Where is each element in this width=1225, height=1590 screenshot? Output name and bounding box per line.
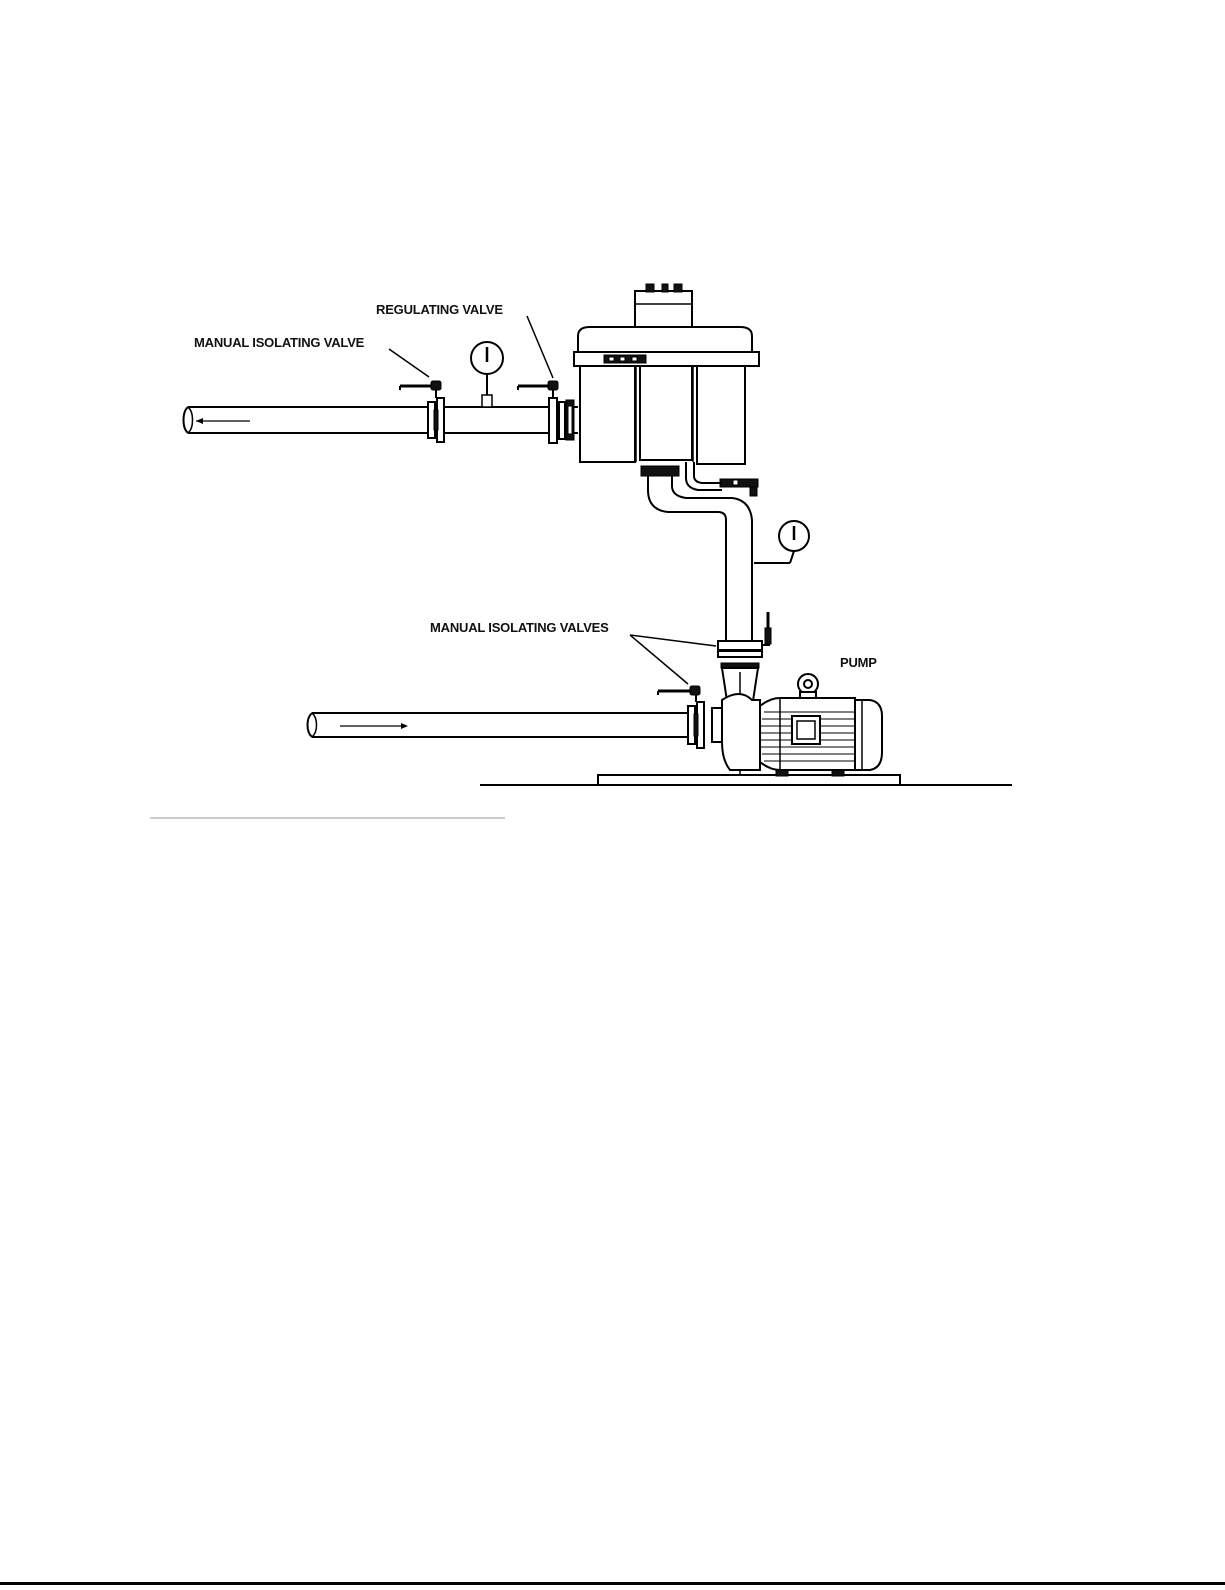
pump-base-plate: [598, 775, 900, 785]
upper-flow-arrow: [196, 418, 250, 424]
lower-flow-arrow: [340, 723, 408, 729]
label-manual-isolating-valves: MANUAL ISOLATING VALVES: [430, 620, 609, 635]
label-pump: PUMP: [840, 655, 877, 670]
pump-casing: [712, 694, 760, 770]
label-regulating-valve: REGULATING VALVE: [376, 302, 503, 317]
lower-manual-isolating-valve: [658, 686, 704, 748]
filter-unit: [574, 284, 759, 496]
pump-motor: [760, 674, 882, 776]
upper-pressure-gauge: [471, 342, 503, 407]
vertical-pressure-gauge: [754, 521, 809, 563]
upper-discharge-pipe: [184, 407, 579, 433]
label-manual-isolating-valve: MANUAL ISOLATING VALVE: [194, 335, 365, 350]
lower-suction-pipe: [308, 713, 691, 737]
filter-outlet-pipes: [648, 462, 752, 640]
